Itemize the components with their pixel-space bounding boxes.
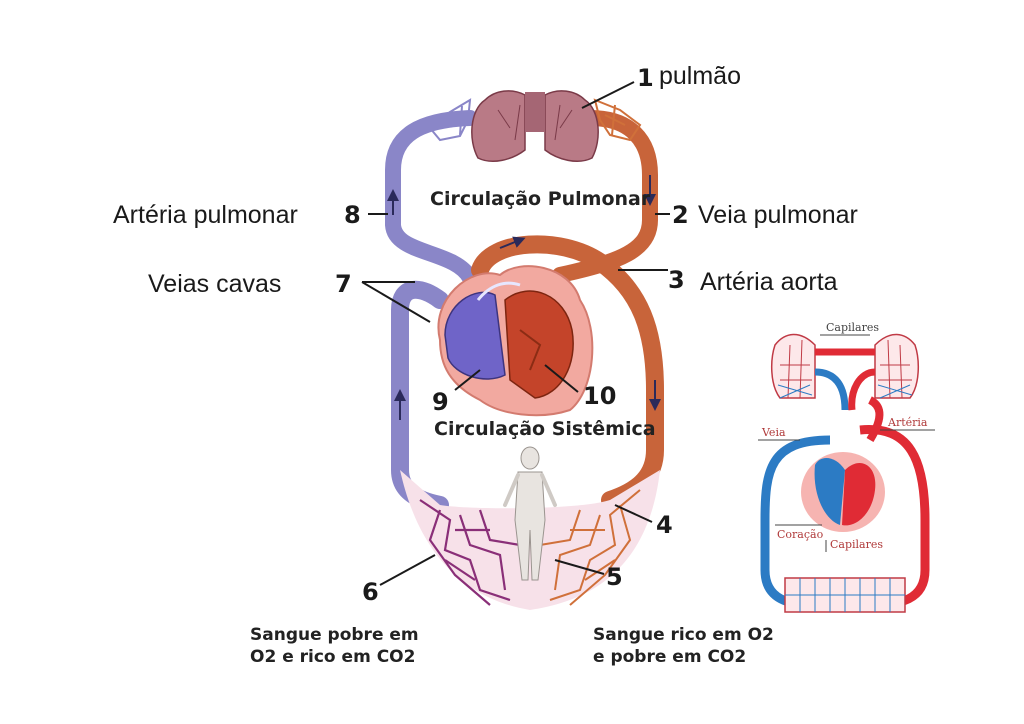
lungs-icon	[471, 90, 599, 162]
label-number-5: 5	[606, 563, 623, 591]
caption-sangue-rico-line2: e pobre em CO2	[593, 647, 746, 667]
label-number-4: 4	[656, 511, 673, 539]
label-number-1: 1	[637, 64, 654, 92]
label-arteria-pulmonar: Artéria pulmonar	[113, 201, 298, 229]
label-arteria-aorta: Artéria aorta	[700, 268, 838, 296]
label-number-10: 10	[583, 382, 616, 410]
mini-label-veia: Veia	[761, 426, 786, 439]
lung-capillaries	[428, 98, 642, 142]
title-circulacao-sistemica: Circulação Sistêmica	[434, 418, 656, 440]
label-number-2: 2	[672, 201, 689, 229]
label-pulmao: pulmão	[659, 62, 741, 90]
mini-label-capilares-top: Capilares	[826, 321, 879, 334]
mini-label-coracao: Coração	[777, 528, 824, 541]
label-veia-pulmonar: Veia pulmonar	[698, 201, 858, 229]
mini-circulation-diagram: Capilares Veia Artéria Coração Capilares	[758, 321, 935, 613]
mini-label-capilares-bottom: Capilares	[830, 538, 883, 551]
caption-sangue-rico-line1: Sangue rico em O2	[593, 625, 774, 645]
human-figure-icon	[503, 446, 557, 581]
label-number-3: 3	[668, 266, 685, 294]
label-number-6: 6	[362, 578, 379, 606]
mini-label-arteria: Artéria	[887, 416, 928, 429]
label-number-7: 7	[335, 270, 352, 298]
leader-lines	[361, 81, 670, 586]
heart-icon	[437, 265, 594, 417]
title-circulacao-pulmonar: Circulação Pulmonar	[430, 188, 651, 210]
caption-sangue-pobre-line1: Sangue pobre em	[250, 625, 419, 645]
flow-arrow-icon	[499, 236, 526, 249]
caption-sangue-pobre-line2: O2 e rico em CO2	[250, 647, 415, 667]
pulmonary-artery-vessel	[385, 110, 478, 286]
label-number-9: 9	[432, 388, 449, 416]
label-veias-cavas: Veias cavas	[148, 270, 281, 298]
label-number-8: 8	[344, 201, 361, 229]
